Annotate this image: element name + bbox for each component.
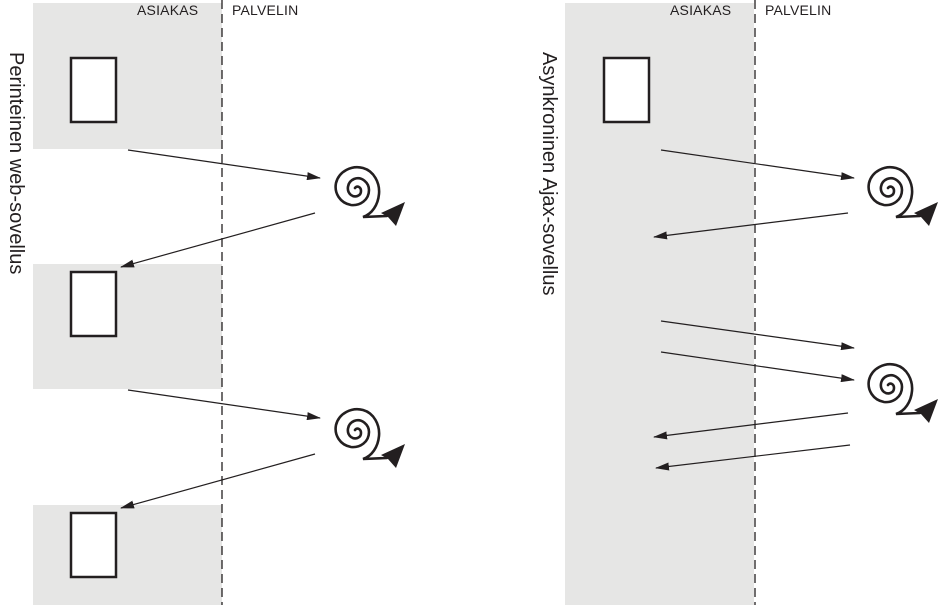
request-arrow bbox=[660, 320, 855, 351]
page-icon bbox=[69, 511, 118, 579]
traditional-diagram bbox=[33, 0, 405, 605]
server-column-label: PALVELIN bbox=[765, 2, 832, 18]
spiral-processing-icon bbox=[334, 407, 405, 468]
response-arrow bbox=[653, 412, 849, 440]
client-area-2 bbox=[33, 264, 222, 389]
response-arrow bbox=[653, 212, 849, 240]
server-column-label: PALVELIN bbox=[232, 2, 299, 18]
response-arrow bbox=[655, 444, 851, 471]
ajax-diagram bbox=[565, 0, 938, 605]
request-arrow bbox=[660, 149, 855, 181]
spiral-processing-icon bbox=[867, 165, 938, 226]
spiral-processing-icon bbox=[867, 362, 938, 423]
client-area-3 bbox=[33, 505, 222, 605]
request-arrow bbox=[127, 149, 321, 181]
client-column-label: ASIAKAS bbox=[137, 2, 199, 18]
ajax-diagram-title: Asynkroninen Ajax-sovellus bbox=[538, 52, 560, 296]
client-area bbox=[565, 3, 754, 605]
client-column-label: ASIAKAS bbox=[670, 2, 732, 18]
request-arrow bbox=[127, 389, 321, 421]
response-arrow bbox=[120, 212, 316, 268]
spiral-processing-icon bbox=[334, 165, 405, 226]
client-area-1 bbox=[33, 3, 222, 149]
response-arrow bbox=[120, 453, 316, 509]
request-arrow bbox=[660, 351, 855, 383]
page-icon bbox=[69, 56, 118, 124]
traditional-diagram-title: Perinteinen web-sovellus bbox=[5, 52, 27, 275]
page-icon bbox=[602, 56, 651, 124]
page-icon bbox=[69, 270, 118, 338]
